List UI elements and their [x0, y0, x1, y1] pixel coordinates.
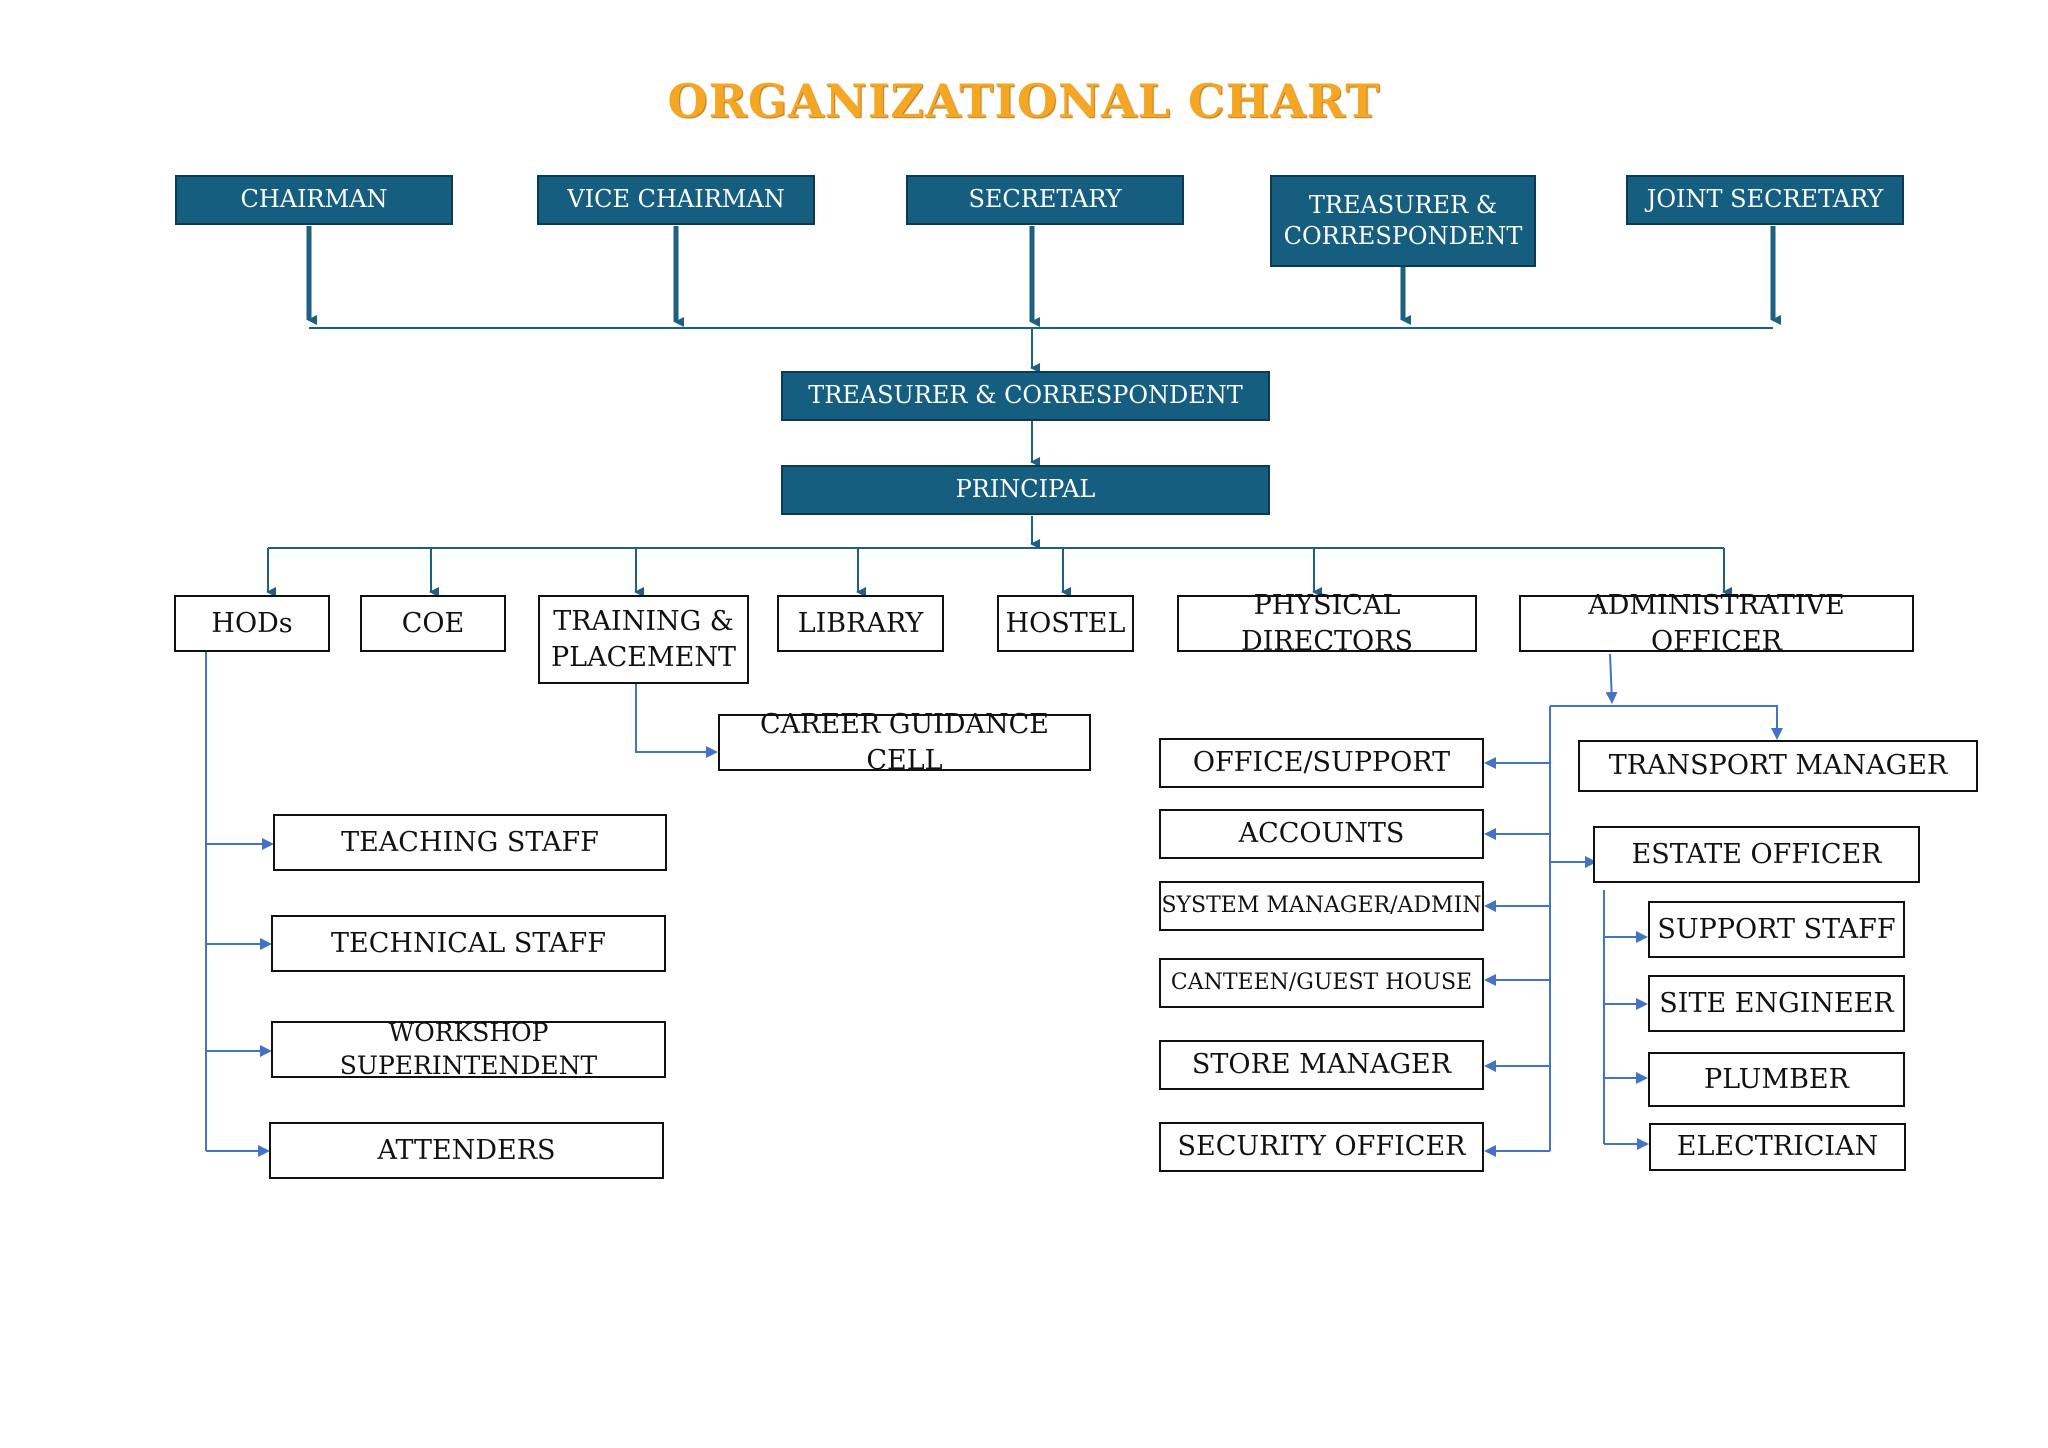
- secretary-box: SECRETARY: [906, 175, 1184, 225]
- support-staff-box: SUPPORT STAFF: [1648, 901, 1905, 958]
- plumber-box: PLUMBER: [1648, 1052, 1905, 1107]
- principal-box: PRINCIPAL: [781, 465, 1270, 515]
- career-guidance-cell-box: CAREER GUIDANCE CELL: [718, 709, 1091, 776]
- coe-box: COE: [360, 595, 506, 652]
- electrician-box: ELECTRICIAN: [1649, 1123, 1906, 1171]
- vice-chairman-box: VICE CHAIRMAN: [537, 175, 815, 225]
- treasurer-correspondent-box: TREASURER & CORRESPONDENT: [781, 371, 1270, 421]
- chairman-box: CHAIRMAN: [175, 175, 453, 225]
- store-manager-box: STORE MANAGER: [1159, 1040, 1484, 1090]
- accounts-box: ACCOUNTS: [1159, 809, 1484, 859]
- attenders-box: ATTENDERS: [269, 1122, 664, 1179]
- teaching-staff-box: TEACHING STAFF: [273, 814, 667, 871]
- transport-manager-box: TRANSPORT MANAGER: [1578, 740, 1978, 792]
- page-title: ORGANIZATIONAL CHART: [667, 74, 1381, 128]
- joint-secretary-box: JOINT SECRETARY: [1626, 175, 1904, 225]
- workshop-superintendent-box: WORKSHOP SUPERINTENDENT: [271, 1018, 666, 1080]
- training-placement-box: TRAINING & PLACEMENT: [538, 595, 749, 684]
- system-manager-box: SYSTEM MANAGER/ADMIN: [1159, 881, 1484, 931]
- administrative-officer-box: ADMINISTRATIVE OFFICER: [1519, 590, 1914, 657]
- canteen-guest-house-box: CANTEEN/GUEST HOUSE: [1159, 958, 1484, 1008]
- security-officer-box: SECURITY OFFICER: [1159, 1122, 1484, 1172]
- physical-directors-box: PHYSICAL DIRECTORS: [1177, 590, 1477, 657]
- hods-box: HODs: [174, 595, 330, 652]
- site-engineer-box: SITE ENGINEER: [1648, 975, 1905, 1032]
- technical-staff-box: TECHNICAL STAFF: [271, 915, 666, 972]
- office-support-box: OFFICE/SUPPORT: [1159, 738, 1484, 788]
- board-arrows: [306, 226, 1781, 327]
- estate-officer-box: ESTATE OFFICER: [1593, 826, 1920, 883]
- library-box: LIBRARY: [777, 595, 944, 652]
- treasurer-board-box: TREASURER & CORRESPONDENT: [1270, 175, 1536, 267]
- hostel-box: HOSTEL: [997, 595, 1134, 652]
